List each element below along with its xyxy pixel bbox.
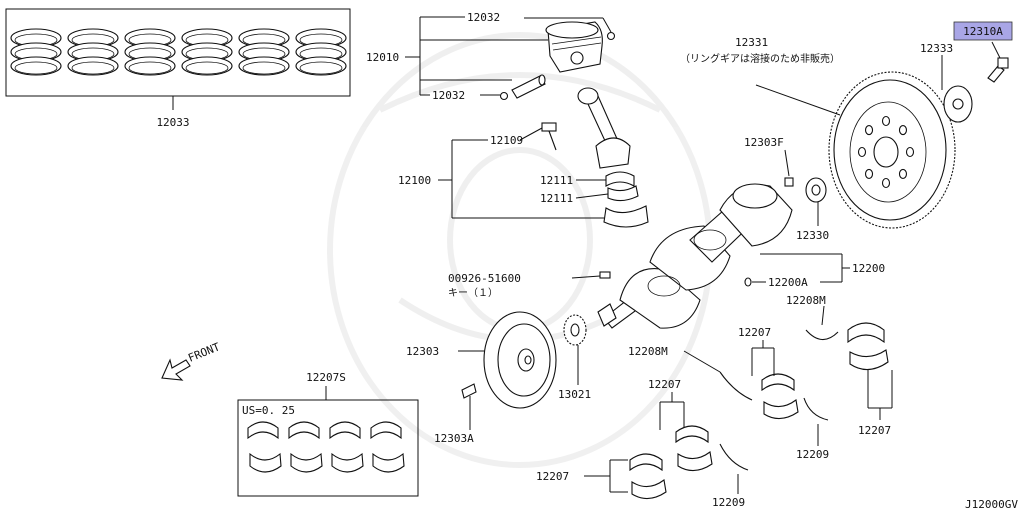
- label-thrust-bearing-1: 12209: [712, 496, 745, 509]
- piston-ring: [10, 56, 62, 76]
- label-key-name: キー（１）: [448, 287, 498, 299]
- label-sprocket: 13021: [558, 388, 591, 401]
- label-crank-plug: 12200A: [768, 276, 808, 289]
- crankshaft[interactable]: 12200 12200A 00926-51600 キー（１）: [448, 183, 885, 329]
- label-reinforcement-plate: 12333: [920, 42, 953, 55]
- bearing-shell-lower: [331, 452, 364, 473]
- piston-ring-inner: [242, 61, 286, 75]
- piston-rings-box[interactable]: 12033: [5, 8, 351, 129]
- piston-rings-set: [10, 28, 347, 76]
- label-rings: 12033: [156, 116, 189, 129]
- label-crankshaft: 12200: [852, 262, 885, 275]
- flywheel-hole: [905, 146, 915, 158]
- flywheel-assembly[interactable]: 12331 （リングギアは溶接のため非販売） 12333 12310A: [680, 21, 1013, 229]
- label-main-bearing-3: 12207: [738, 326, 771, 339]
- label-pulley: 12303: [406, 345, 439, 358]
- bearing-set-box[interactable]: 12207S US=0. 25: [237, 371, 419, 497]
- bearing-shell-upper: [370, 421, 402, 440]
- piston-ring: [67, 56, 119, 76]
- label-main-bearing-4: 12207: [858, 424, 891, 437]
- bearing-shell-lower: [249, 452, 282, 473]
- label-rod-bearing-lower: 12111: [540, 192, 573, 205]
- label-rod-bearing-upper: 12111: [540, 174, 573, 187]
- bearing-shell-lower: [372, 452, 405, 473]
- label-thrust-washer-1: 12208M: [628, 345, 668, 358]
- flywheel-hole: [898, 125, 908, 136]
- bearing-shell-upper: [329, 421, 361, 440]
- bearing-shell-lower: [290, 452, 323, 473]
- label-pin-clip-top: 12032: [467, 11, 500, 24]
- pilot-bushing-and-spacer[interactable]: 12303F 12330: [744, 136, 829, 242]
- bearing-shell-upper: [288, 421, 320, 440]
- flywheel-hole: [881, 177, 891, 189]
- label-spacer: 12330: [796, 229, 829, 242]
- label-bearing-set-note: US=0. 25: [242, 404, 295, 417]
- crank-pulley-and-sprocket[interactable]: 12303 12303A 13021: [406, 311, 591, 445]
- label-piston-assy: 12010: [366, 51, 399, 64]
- label-thrust-bearing-2: 12209: [796, 448, 829, 461]
- label-flywheel: 12331: [735, 36, 768, 49]
- flywheel-hole: [898, 168, 908, 179]
- label-front: FRONT: [186, 340, 222, 365]
- piston-ring: [295, 56, 347, 76]
- piston-ring-inner: [128, 61, 172, 75]
- label-flywheel-bolt: 12310A: [963, 25, 1003, 38]
- bearing-shell-upper: [247, 421, 279, 440]
- label-thrust-washer-2: 12208M: [786, 294, 826, 307]
- diagram-code: J12000GV: [965, 498, 1018, 511]
- piston-ring-inner: [299, 61, 343, 75]
- front-direction-indicator: FRONT: [161, 340, 222, 381]
- piston-ring-inner: [14, 61, 58, 75]
- piston-ring-inner: [185, 61, 229, 75]
- flywheel-hole: [864, 168, 874, 179]
- label-flywheel-note: （リングギアは溶接のため非販売）: [680, 52, 840, 65]
- highlight-flywheel-bolt[interactable]: [953, 21, 1013, 41]
- connecting-rod-assembly[interactable]: 12109 12100 12111 12111: [398, 87, 649, 228]
- flywheel-hole: [881, 115, 891, 127]
- label-rod-bolt: 12109: [490, 134, 523, 147]
- label-pin-clip-bottom: 12032: [432, 89, 465, 102]
- piston-assembly[interactable]: 12032 12010 12032: [366, 11, 616, 102]
- label-main-bearing-2: 12207: [648, 378, 681, 391]
- flywheel-bolt-holes: [857, 115, 915, 189]
- label-pilot-bushing: 12303F: [744, 136, 784, 149]
- label-rod-assy: 12100: [398, 174, 431, 187]
- piston-ring: [181, 56, 233, 76]
- label-bearing-set: 12207S: [306, 371, 346, 384]
- main-and-thrust-bearings[interactable]: 12208M 12208M 12207 12207 12207 12207 12…: [536, 294, 893, 509]
- label-pulley-bolt: 12303A: [434, 432, 474, 445]
- flywheel-hole: [864, 125, 874, 136]
- label-main-bearing-1: 12207: [536, 470, 569, 483]
- label-key-part: 00926-51600: [448, 272, 521, 285]
- bearing-shells-set: [247, 421, 405, 473]
- piston-ring: [238, 56, 290, 76]
- piston-ring-inner: [71, 61, 115, 75]
- flywheel-hole: [857, 146, 867, 158]
- piston-ring: [124, 56, 176, 76]
